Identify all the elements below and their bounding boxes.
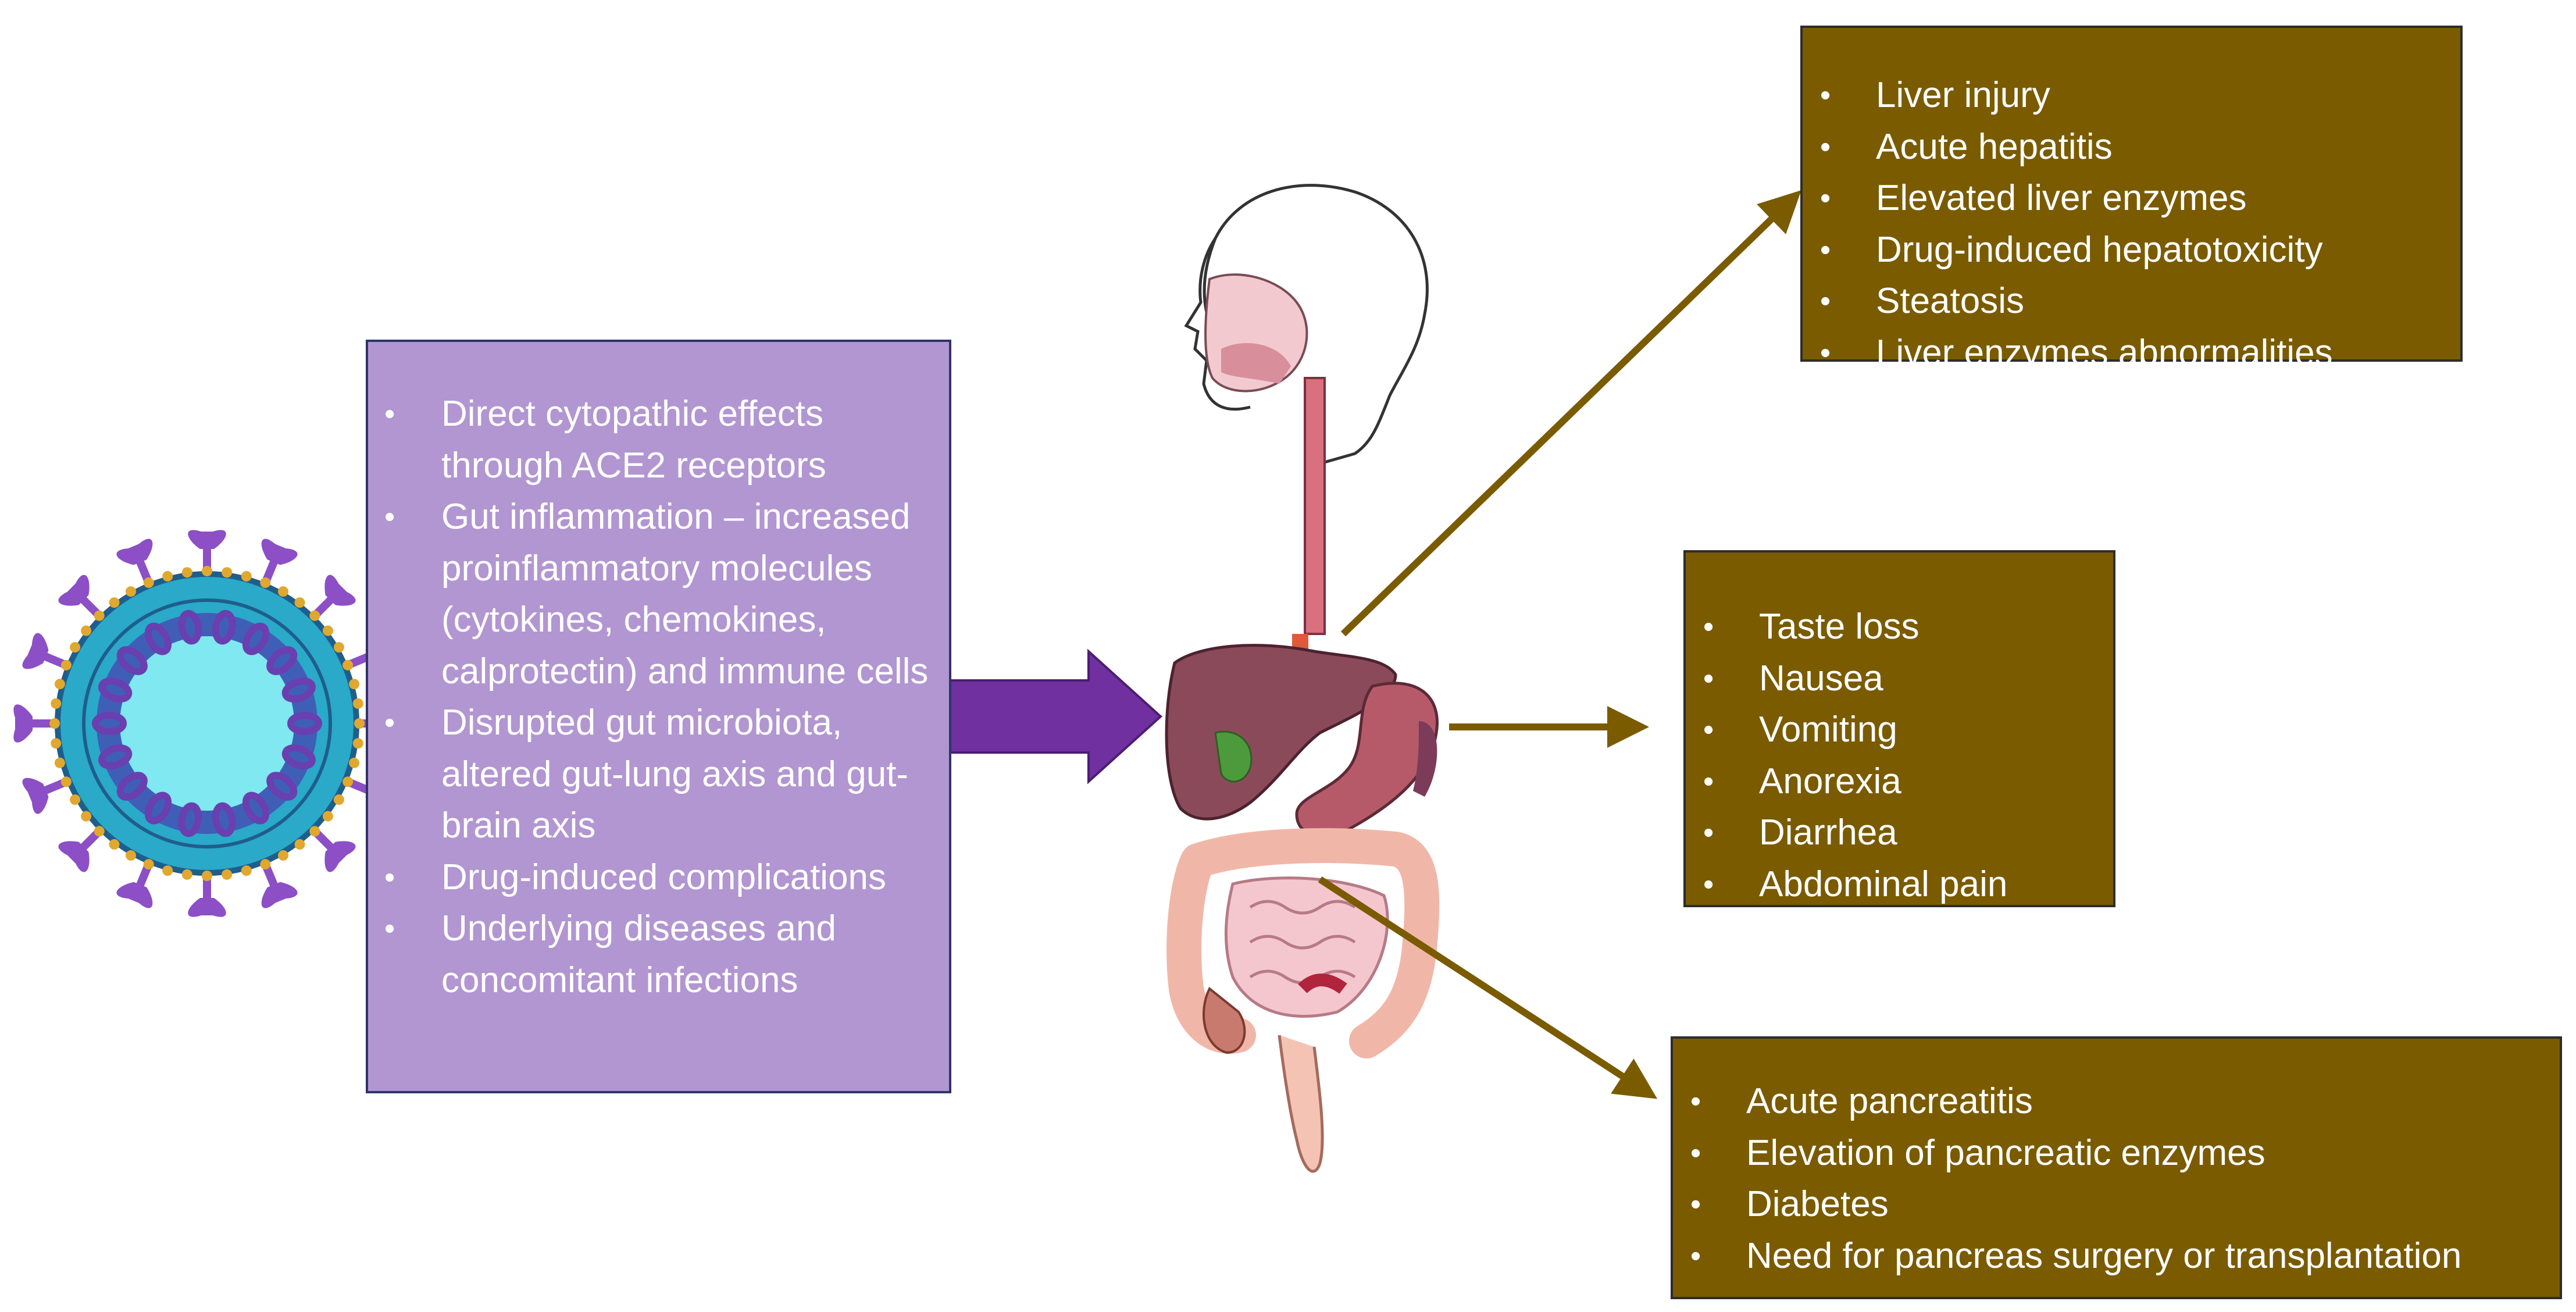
mechanisms-list: Direct cytopathic effects through ACE2 r… (368, 388, 932, 1006)
liver-manifestations-box: Liver injury Acute hepatitis Elevated li… (1800, 26, 2463, 379)
gi-item: Anorexia (1686, 756, 2113, 808)
gi-item: Diarrhea (1686, 807, 2113, 859)
pancreas-manifestations-box: Acute pancreatitis Elevation of pancreat… (1671, 1036, 2562, 1299)
mechanism-item: Direct cytopathic effects through ACE2 r… (368, 388, 932, 491)
gi-item: Nausea (1686, 653, 2113, 705)
pancreas-item: Acute pancreatitis (1673, 1076, 2560, 1128)
liver-item: Elevated liver enzymes (1803, 173, 2460, 224)
pancreas-item: Need for pancreas surgery or transplanta… (1673, 1231, 2560, 1282)
mechanism-item: Gut inflammation – increased proinflamma… (368, 491, 932, 697)
liver-list: Liver injury Acute hepatitis Elevated li… (1803, 70, 2460, 379)
pancreas-item: Elevation of pancreatic enzymes (1673, 1128, 2560, 1179)
gi-manifestations-box: Taste loss Nausea Vomiting Anorexia Diar… (1683, 550, 2115, 910)
mechanisms-box: Direct cytopathic effects through ACE2 r… (366, 340, 951, 1093)
main-arrow (914, 648, 1162, 785)
liver-item: Liver injury (1803, 70, 2460, 122)
gi-item: Abdominal pain (1686, 859, 2113, 911)
liver-item: Acute hepatitis (1803, 122, 2460, 173)
pancreas-item: Diabetes (1673, 1179, 2560, 1231)
gi-item: Taste loss (1686, 601, 2113, 653)
mechanism-item: Underlying diseases and concomitant infe… (368, 903, 932, 1006)
gi-list: Taste loss Nausea Vomiting Anorexia Diar… (1686, 601, 2113, 910)
digestive-system-icon (1165, 184, 1440, 1173)
pancreas-list: Acute pancreatitis Elevation of pancreat… (1673, 1076, 2560, 1282)
mechanism-item: Disrupted gut microbiota, altered gut-lu… (368, 697, 932, 852)
liver-item: Steatosis (1803, 276, 2460, 327)
coronavirus-icon (13, 530, 401, 917)
mechanism-item: Drug-induced complications (368, 852, 932, 904)
liver-item: Drug-induced hepatotoxicity (1803, 224, 2460, 276)
pancreas-arrow (1318, 876, 1658, 1099)
gi-item: Vomiting (1686, 704, 2113, 756)
liver-item: Liver enzymes abnormalities (1803, 327, 2460, 379)
liver-arrow (1340, 190, 1801, 637)
